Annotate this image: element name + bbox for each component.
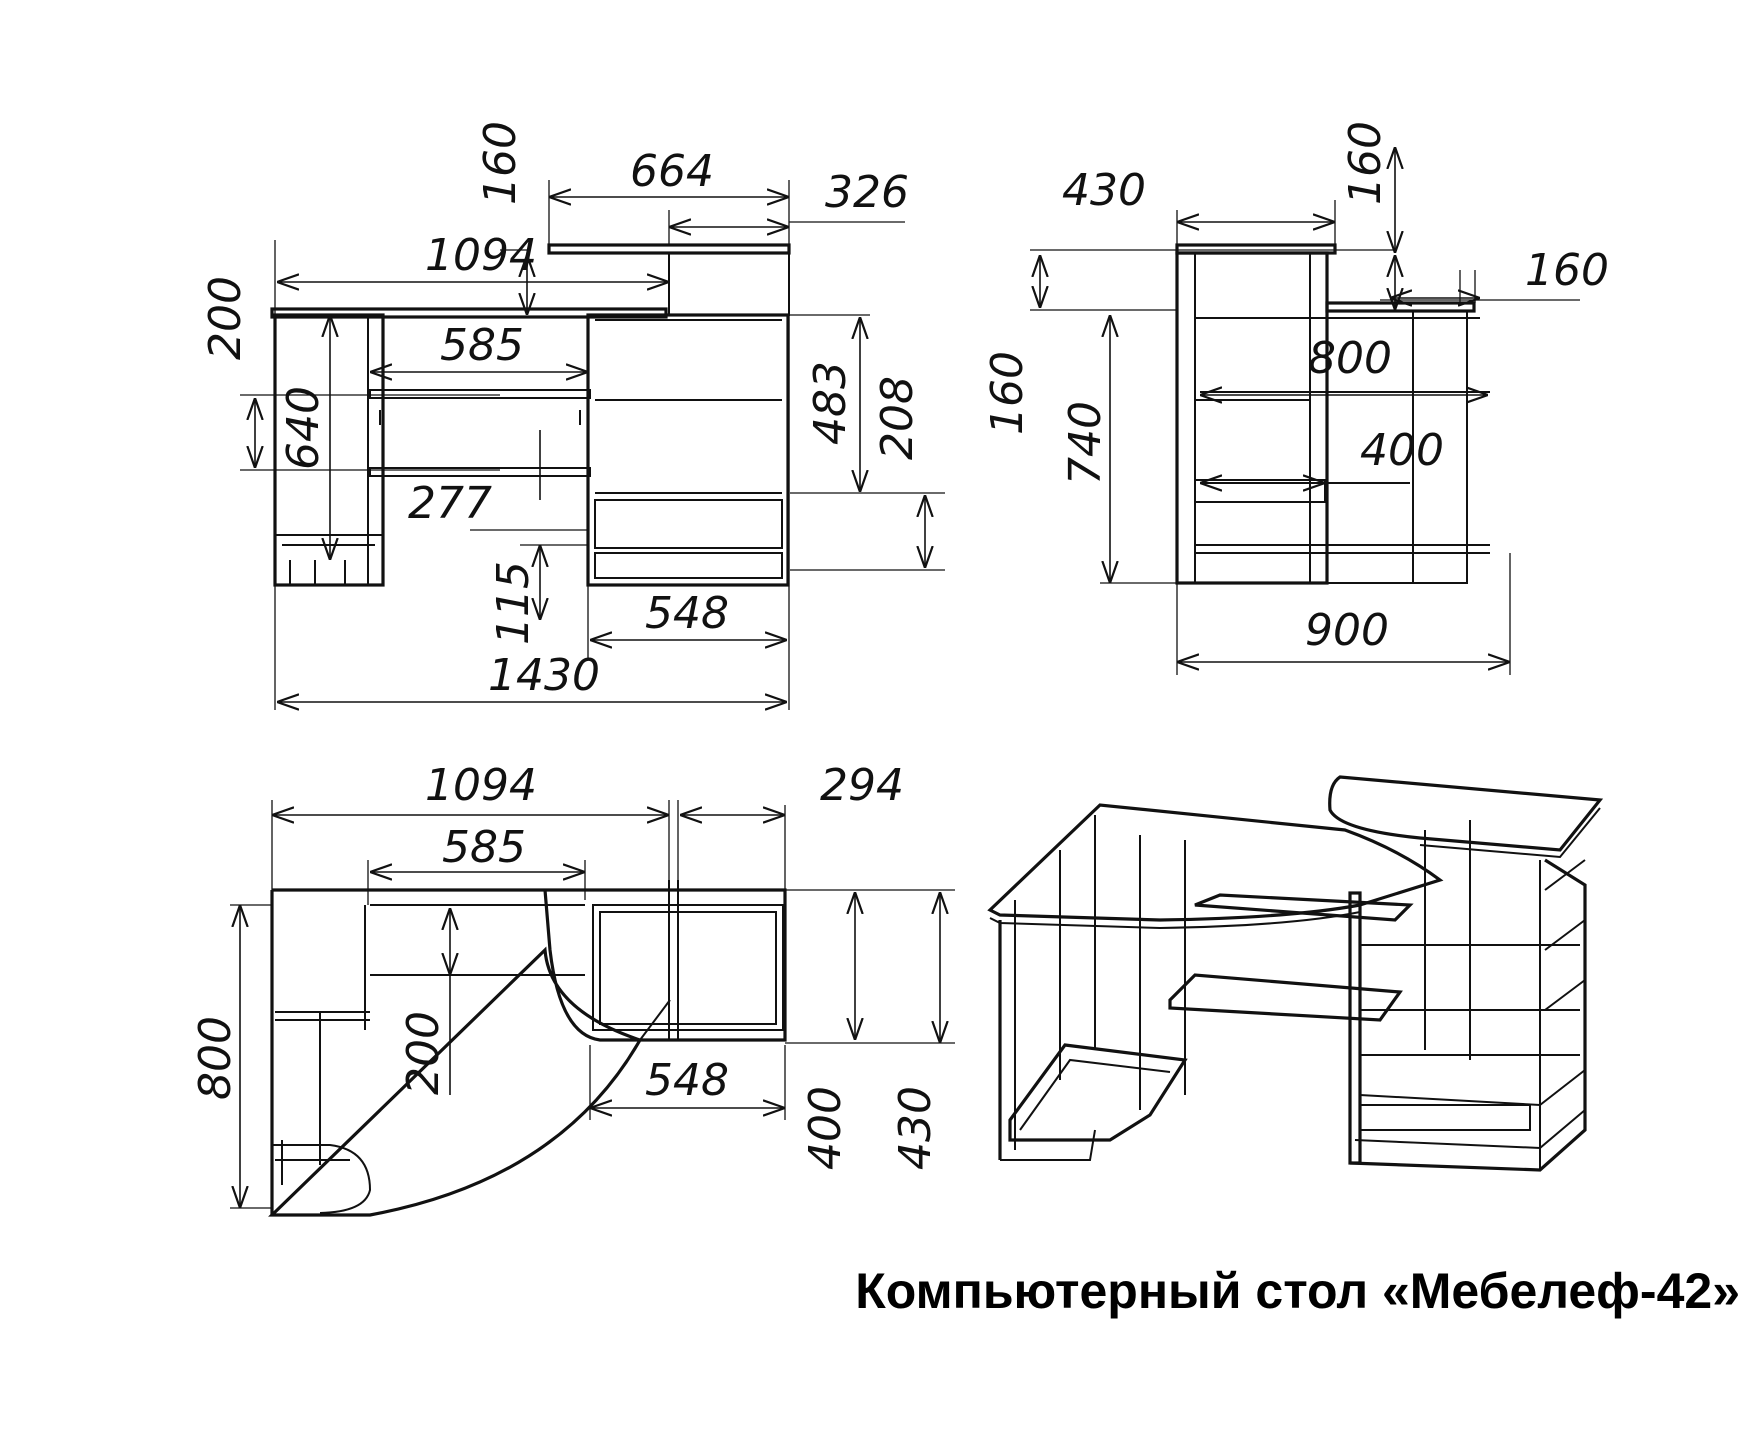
dim-1430: 1430 [488, 650, 600, 701]
front-view: 664 326 160 1094 200 585 640 483 208 277… [200, 121, 945, 710]
dim-160-a: 160 [1340, 121, 1391, 205]
dim-430: 430 [1062, 165, 1146, 216]
dim-483: 483 [805, 361, 856, 445]
top-view: 1094 294 585 800 200 548 400 430 [190, 760, 955, 1217]
side-view: 430 160 160 160 800 740 400 900 [982, 121, 1609, 675]
dim-200: 200 [398, 1011, 449, 1095]
dim-115: 115 [488, 561, 539, 645]
dim-200: 200 [200, 276, 251, 360]
dim-1094: 1094 [425, 760, 537, 811]
dim-548: 548 [645, 588, 729, 639]
dim-585: 585 [442, 822, 526, 873]
dim-640: 640 [278, 386, 329, 470]
dim-430: 430 [890, 1086, 941, 1170]
dim-800: 800 [1308, 333, 1392, 384]
dim-1094: 1094 [425, 230, 537, 281]
dim-208: 208 [872, 376, 923, 460]
dim-277: 277 [408, 478, 492, 529]
dim-400: 400 [1360, 425, 1444, 476]
dim-740: 740 [1060, 401, 1111, 485]
dim-800: 800 [190, 1016, 241, 1100]
dim-900: 900 [1305, 605, 1389, 656]
dim-664: 664 [630, 146, 714, 197]
dim-160-b: 160 [1525, 245, 1609, 296]
dim-160-top: 160 [475, 121, 526, 205]
drawing-caption: Компьютерный стол «Мебелеф-42» [855, 1263, 1740, 1319]
dim-548: 548 [645, 1055, 729, 1106]
perspective-view [987, 775, 1604, 1172]
dim-400: 400 [800, 1086, 851, 1170]
dim-294: 294 [820, 760, 904, 811]
dim-585: 585 [440, 320, 524, 371]
dim-160-c: 160 [982, 351, 1033, 435]
dim-326: 326 [825, 167, 909, 218]
